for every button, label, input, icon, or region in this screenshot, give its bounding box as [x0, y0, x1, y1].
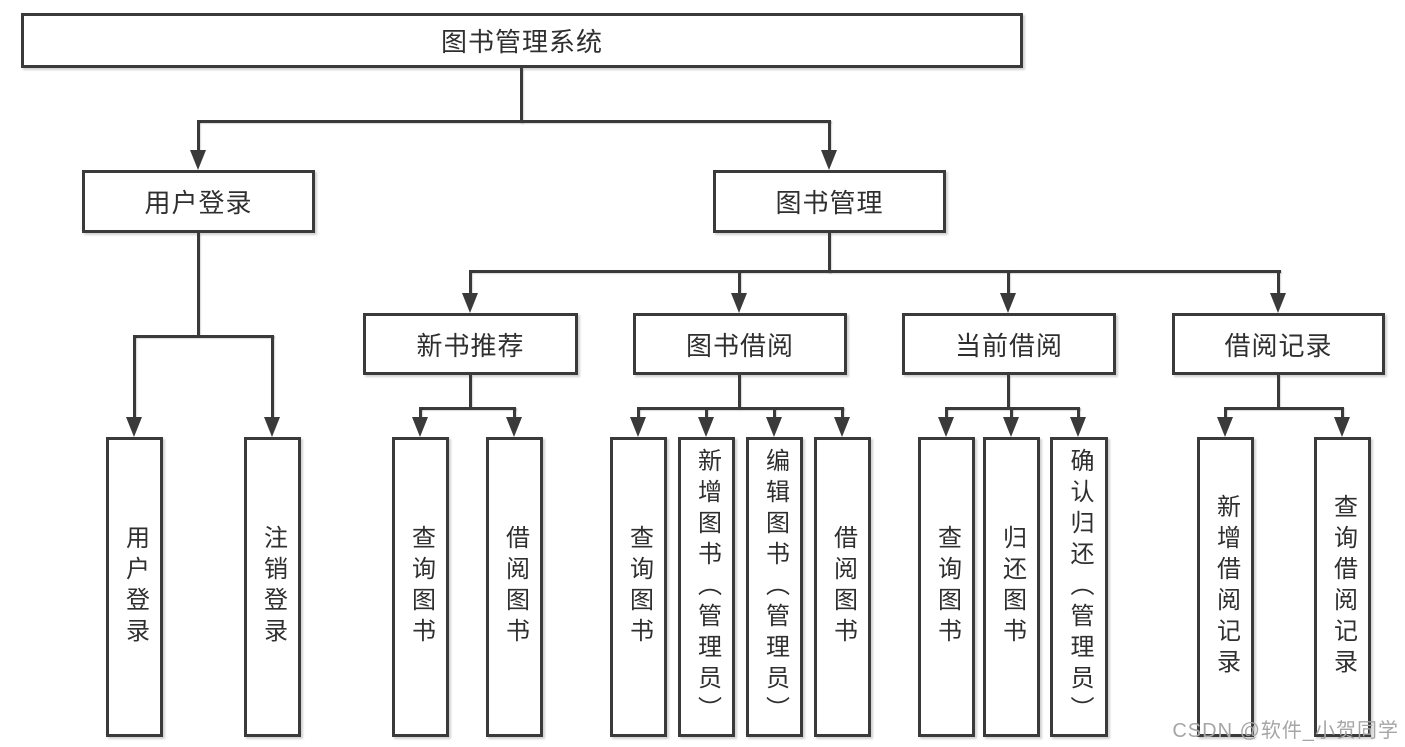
- connector-line: [738, 270, 741, 296]
- connector-line: [1341, 407, 1344, 419]
- connector-line: [1225, 407, 1343, 410]
- connector-line: [133, 335, 274, 338]
- connector-line: [513, 407, 516, 419]
- leaf-borrowing-add-books-admin: 新增图书（管理员）: [678, 437, 735, 737]
- connector-line: [133, 335, 136, 419]
- node-book-management: 图书管理: [713, 170, 946, 233]
- arrow-down-icon: [190, 150, 206, 170]
- leaf-user-login: 用户登录: [106, 437, 163, 737]
- connector-line: [773, 407, 776, 419]
- connector-line: [828, 120, 831, 154]
- arrow-down-icon: [1000, 293, 1016, 313]
- connector-line: [420, 407, 516, 410]
- arrow-down-icon: [698, 417, 714, 437]
- connector-line: [945, 407, 948, 419]
- arrow-down-icon: [264, 417, 280, 437]
- connector-line: [637, 407, 640, 419]
- connector-line: [638, 407, 844, 410]
- arrow-down-icon: [731, 293, 747, 313]
- connector-line: [828, 233, 831, 273]
- connector-line: [946, 407, 1080, 410]
- arrow-down-icon: [1070, 417, 1086, 437]
- arrow-down-icon: [821, 150, 837, 170]
- connector-line: [1224, 407, 1227, 419]
- connector-line: [419, 407, 422, 419]
- connector-line: [197, 120, 831, 123]
- connector-line: [1077, 407, 1080, 419]
- node-root-system: 图书管理系统: [21, 13, 1023, 68]
- connector-line: [469, 270, 472, 296]
- arrow-down-icon: [1003, 417, 1019, 437]
- connector-line: [705, 407, 708, 419]
- arrow-down-icon: [506, 417, 522, 437]
- arrow-down-icon: [462, 293, 478, 313]
- node-book-borrowing: 图书借阅: [633, 313, 847, 375]
- leaf-borrowing-borrow-books: 借阅图书: [814, 437, 871, 737]
- leaf-recommend-query-books: 查询图书: [392, 437, 449, 737]
- node-new-book-recommend: 新书推荐: [363, 313, 578, 375]
- connector-line: [470, 270, 1281, 273]
- node-user-login: 用户登录: [82, 170, 315, 233]
- connector-line: [1007, 375, 1010, 409]
- connector-line: [197, 233, 200, 336]
- leaf-recommend-borrow-books: 借阅图书: [486, 437, 543, 737]
- arrow-down-icon: [1334, 417, 1350, 437]
- arrow-down-icon: [834, 417, 850, 437]
- leaf-current-confirm-return-admin: 确认归还（管理员）: [1050, 437, 1108, 737]
- connector-line: [1277, 375, 1280, 409]
- arrow-down-icon: [766, 417, 782, 437]
- connector-line: [1277, 270, 1280, 296]
- leaf-current-return-books: 归还图书: [983, 437, 1040, 737]
- connector-line: [520, 68, 523, 123]
- csdn-watermark: CSDN @软件_小贺同学: [1172, 720, 1399, 742]
- connector-line: [738, 375, 741, 409]
- leaf-records-query-record: 查询借阅记录: [1314, 437, 1371, 737]
- arrow-down-icon: [126, 417, 142, 437]
- connector-line: [271, 335, 274, 419]
- leaf-current-query-books: 查询图书: [918, 437, 975, 737]
- leaf-borrowing-query-books: 查询图书: [610, 437, 667, 737]
- arrow-down-icon: [412, 417, 428, 437]
- connector-line: [841, 407, 844, 419]
- node-borrowing-records: 借阅记录: [1172, 313, 1385, 375]
- arrow-down-icon: [938, 417, 954, 437]
- arrow-down-icon: [1217, 417, 1233, 437]
- connector-line: [197, 120, 200, 154]
- leaf-borrowing-edit-books-admin: 编辑图书（管理员）: [746, 437, 803, 737]
- connector-line: [469, 375, 472, 409]
- connector-line: [1007, 270, 1010, 296]
- arrow-down-icon: [630, 417, 646, 437]
- leaf-records-add-record: 新增借阅记录: [1197, 437, 1254, 737]
- connector-line: [1010, 407, 1013, 419]
- node-current-borrowing: 当前借阅: [902, 313, 1116, 375]
- arrow-down-icon: [1270, 293, 1286, 313]
- leaf-logout: 注销登录: [244, 437, 301, 737]
